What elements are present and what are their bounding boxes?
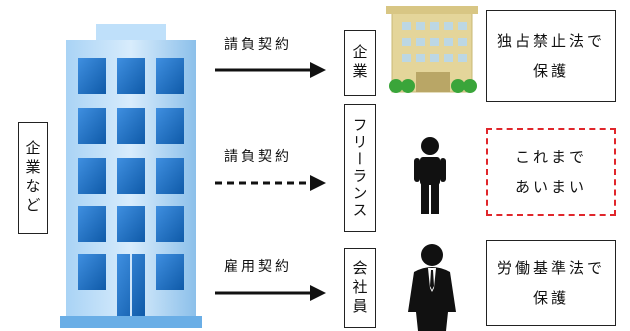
arrow-contract-employee — [215, 285, 326, 301]
office-worker-icon — [408, 244, 456, 331]
protection-line2-row2: あいまい — [514, 178, 587, 196]
office-building-icon — [386, 6, 478, 93]
arrow-contract-company — [215, 62, 326, 78]
contract-label-row2: 請負契約 — [224, 149, 292, 165]
contract-label-row1: 請負契約 — [224, 37, 292, 53]
contract-label-row3: 雇用契約 — [224, 259, 292, 275]
protection-line1-row1: 独占禁止法で — [496, 32, 605, 50]
party-label-company: 企業 — [350, 44, 369, 82]
party-label-freelancer: フリーランス — [350, 117, 369, 219]
party-box-company: 企業 — [344, 30, 376, 96]
party-box-freelancer: フリーランス — [344, 104, 376, 232]
party-label-employee: 会社員 — [350, 259, 369, 317]
protection-line1-row3: 労働基準法で — [496, 259, 605, 277]
protection-box-labor: 労働基準法で 保護 — [486, 240, 616, 326]
protection-line2-row3: 保護 — [532, 289, 569, 307]
left-entity-label: 企業など — [23, 140, 42, 216]
protection-box-antimonopoly: 独占禁止法で 保護 — [486, 10, 616, 102]
party-box-employee: 会社員 — [344, 248, 376, 328]
arrow-contract-freelancer — [215, 175, 326, 191]
protection-line1-row2: これまで — [514, 148, 587, 166]
company-building-icon — [60, 24, 202, 328]
left-entity-box: 企業など — [18, 122, 48, 234]
protection-line2-row1: 保護 — [532, 62, 569, 80]
freelancer-person-icon — [414, 137, 446, 214]
protection-box-ambiguous: これまで あいまい — [486, 128, 616, 216]
